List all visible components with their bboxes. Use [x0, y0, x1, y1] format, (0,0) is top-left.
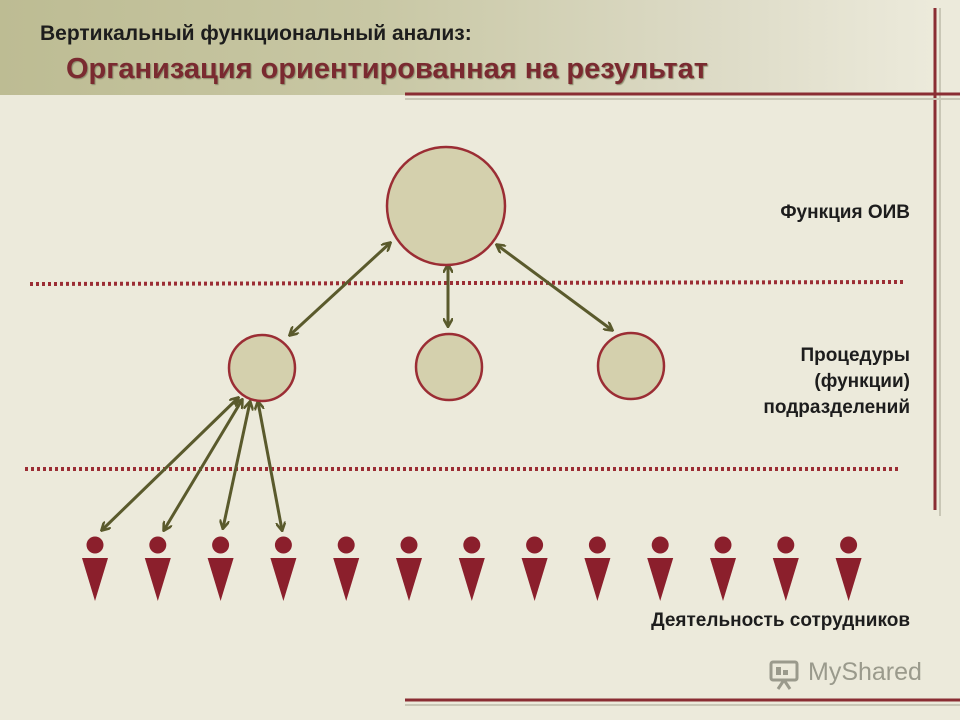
decorative-frame — [405, 8, 960, 706]
employee-head — [337, 536, 355, 554]
employee-head — [651, 536, 669, 554]
employee-figure — [82, 536, 108, 601]
employee-figure — [396, 536, 422, 601]
employee-body — [584, 558, 611, 601]
arrow-employee-2 — [164, 400, 242, 530]
employee-head — [274, 536, 292, 554]
label-middle-line-1: Процедуры — [800, 345, 910, 366]
title-band — [0, 0, 935, 95]
arrow-top-right — [497, 245, 612, 330]
slide-title: Организация ориентированная на результат — [66, 53, 708, 85]
employee-head — [463, 536, 481, 554]
employee-body — [458, 558, 485, 601]
employee-head — [840, 536, 858, 554]
slide-subtitle: Вертикальный функциональный анализ: — [40, 22, 472, 45]
employee-body — [710, 558, 736, 601]
arrow-employee-4 — [258, 402, 282, 530]
employee-body — [82, 558, 108, 601]
employee-figure — [270, 536, 297, 601]
employee-head — [526, 536, 544, 554]
employee-body — [647, 558, 674, 601]
watermark-text: MyShared — [808, 658, 922, 686]
employee-body — [835, 558, 862, 601]
employee-body — [772, 558, 799, 601]
employee-figure — [647, 536, 674, 601]
arrow-employee-3 — [223, 402, 250, 528]
arrow-employee-1 — [102, 398, 238, 530]
employee-head — [212, 536, 230, 554]
employee-figure — [835, 536, 862, 601]
employee-figure — [144, 536, 171, 601]
employee-figure — [207, 536, 234, 601]
department-node-center — [414, 332, 484, 402]
employees-row — [82, 536, 862, 601]
employee-body — [270, 558, 297, 601]
employee-head — [86, 536, 104, 554]
label-middle-line-2: (функции) — [814, 371, 910, 392]
department-node-right — [596, 331, 666, 401]
label-middle-level: Процедуры (функции) подразделений — [763, 343, 910, 421]
employee-head — [777, 536, 795, 554]
employee-body — [333, 558, 360, 601]
employee-figure — [584, 536, 611, 601]
label-middle-line-3: подразделений — [763, 397, 910, 418]
employee-figure — [521, 536, 548, 601]
top-function-node — [385, 145, 507, 267]
employee-figure — [458, 536, 485, 601]
employee-head — [149, 536, 167, 554]
employee-body — [521, 558, 548, 601]
employee-body — [144, 558, 171, 601]
label-bottom-level: Деятельность сотрудников — [651, 610, 910, 631]
employee-figure — [772, 536, 799, 601]
employee-body — [207, 558, 234, 601]
label-top-level: Функция ОИВ — [780, 202, 910, 223]
employee-head — [400, 536, 418, 554]
department-node-left — [227, 333, 297, 403]
employee-body — [396, 558, 422, 601]
employee-figure — [710, 536, 736, 601]
employee-figure — [333, 536, 360, 601]
employee-head — [714, 536, 732, 554]
employee-head — [588, 536, 606, 554]
level-separator-top — [29, 280, 906, 286]
watermark-logo: MyShared — [768, 656, 928, 692]
presentation-icon — [769, 660, 799, 690]
arrow-top-left — [290, 243, 390, 335]
